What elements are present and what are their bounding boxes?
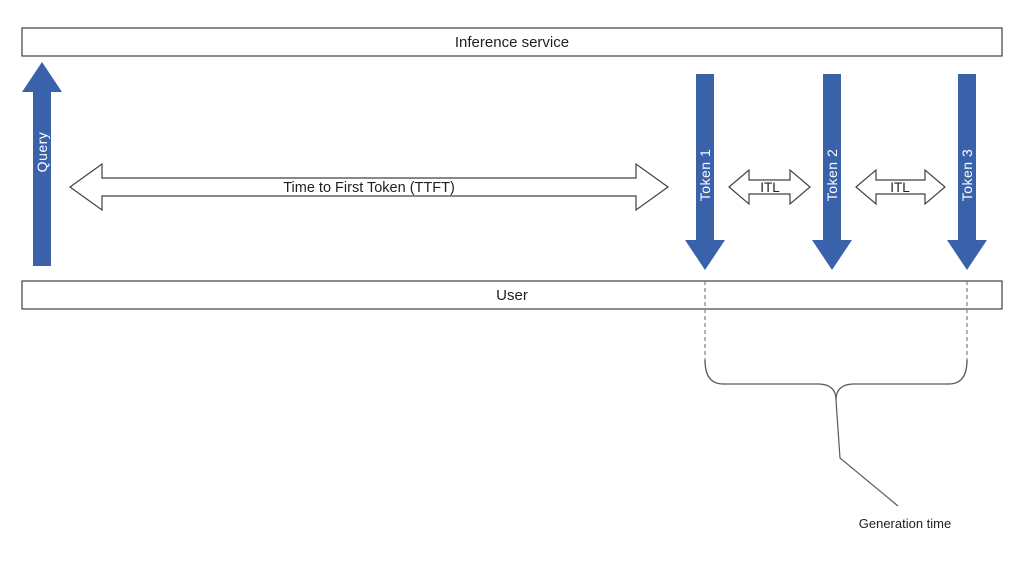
ttft-label: Time to First Token (TTFT)	[283, 180, 455, 196]
itl2-double-arrow-icon	[855, 168, 946, 206]
query-arrow-up-icon	[22, 62, 62, 266]
generation-time-label: Generation time	[859, 516, 952, 531]
token2-label: Token 2	[824, 149, 840, 202]
itl1-double-arrow-icon	[728, 168, 811, 206]
token1-label: Token 1	[697, 149, 713, 202]
token3-arrow-down-icon	[947, 74, 987, 270]
token1-arrow-down-icon	[685, 74, 725, 270]
itl1-label: ITL	[760, 180, 780, 195]
generation-time-brace	[704, 359, 968, 401]
itl2-label: ITL	[890, 180, 910, 195]
generation-time-leader-line	[835, 399, 899, 507]
user-box	[21, 280, 1003, 310]
query-label: Query	[34, 132, 50, 173]
ttft-double-arrow-icon	[68, 162, 670, 212]
inference-service-label: Inference service	[455, 34, 569, 51]
token2-arrow-down-icon	[812, 74, 852, 270]
inference-service-box	[21, 27, 1003, 57]
token3-label: Token 3	[959, 149, 975, 202]
user-label: User	[496, 287, 528, 304]
